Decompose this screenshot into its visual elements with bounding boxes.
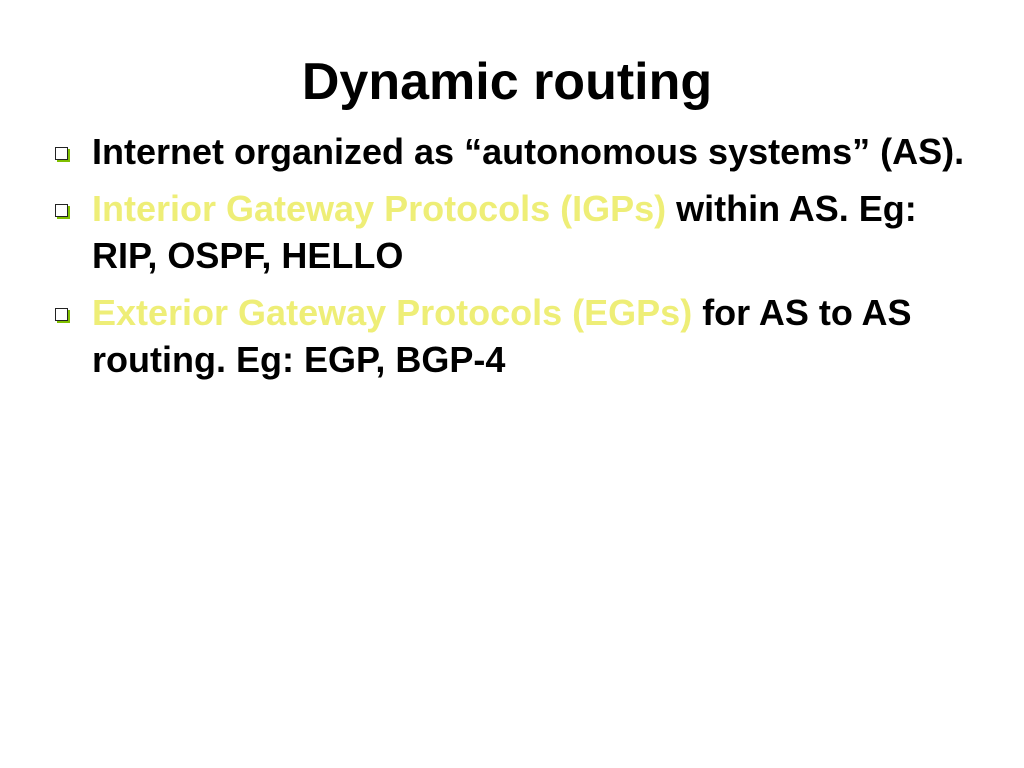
square-bullet-icon (55, 204, 68, 217)
bullet-text: for AS to AS routing. Eg: EGP, BGP-4 (92, 292, 912, 380)
bullet-highlight: Exterior Gateway Protocols (EGPs) (92, 292, 693, 333)
bullet-item-2: Interior Gateway Protocols (IGPs) within… (0, 185, 1024, 279)
bullet-list: Internet organized as “autonomous system… (0, 128, 1024, 393)
bullet-item-1: Internet organized as “autonomous system… (0, 128, 1024, 175)
slide-title: Dynamic routing (301, 53, 713, 111)
bullet-highlight: Interior Gateway Protocols (IGPs) (92, 188, 667, 229)
square-bullet-icon (55, 147, 68, 160)
square-bullet-icon (55, 308, 68, 321)
bullet-text: Internet organized as “autonomous system… (92, 131, 965, 172)
bullet-item-3: Exterior Gateway Protocols (EGPs) for AS… (0, 289, 1024, 383)
bullet-text: within AS. Eg: RIP, OSPF, HELLO (92, 188, 917, 276)
